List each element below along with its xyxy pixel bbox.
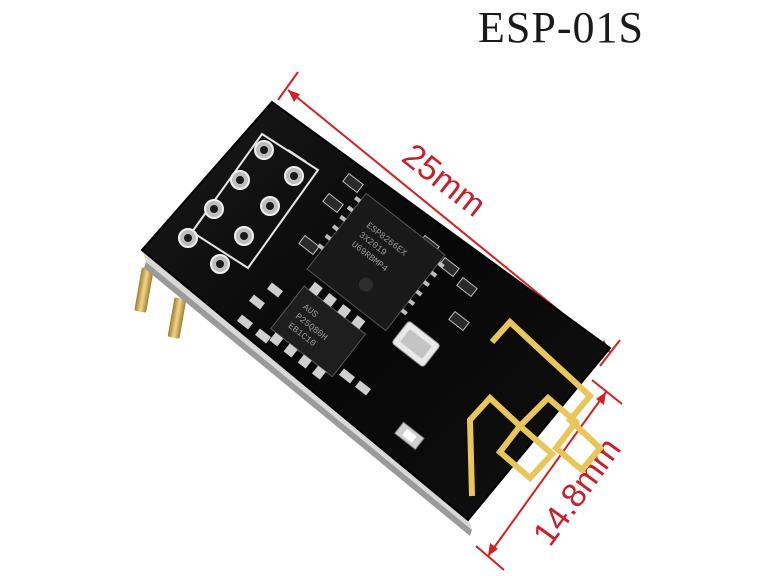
length-tick-start: [277, 71, 299, 101]
length-tick-end: [599, 339, 621, 367]
width-tick-start: [591, 379, 623, 405]
header-pins: [134, 267, 187, 339]
width-tick-end: [475, 545, 505, 571]
smd-components: [298, 172, 478, 332]
status-led: [394, 421, 425, 451]
width-label: 14.8mm: [526, 431, 629, 553]
width-dimension-line: [487, 391, 607, 557]
product-title: ESP-01S: [478, 3, 644, 52]
flash-chip: AUS P25Q80H EB1C10: [269, 281, 367, 380]
crystal-oscillator: [392, 321, 440, 367]
pin-holes: [178, 140, 304, 274]
esp8266-chip: ESP8266EX 3X2019 U69RBMP4: [306, 192, 446, 332]
pcb-antenna: [466, 317, 605, 497]
solder-pads: [237, 282, 371, 396]
